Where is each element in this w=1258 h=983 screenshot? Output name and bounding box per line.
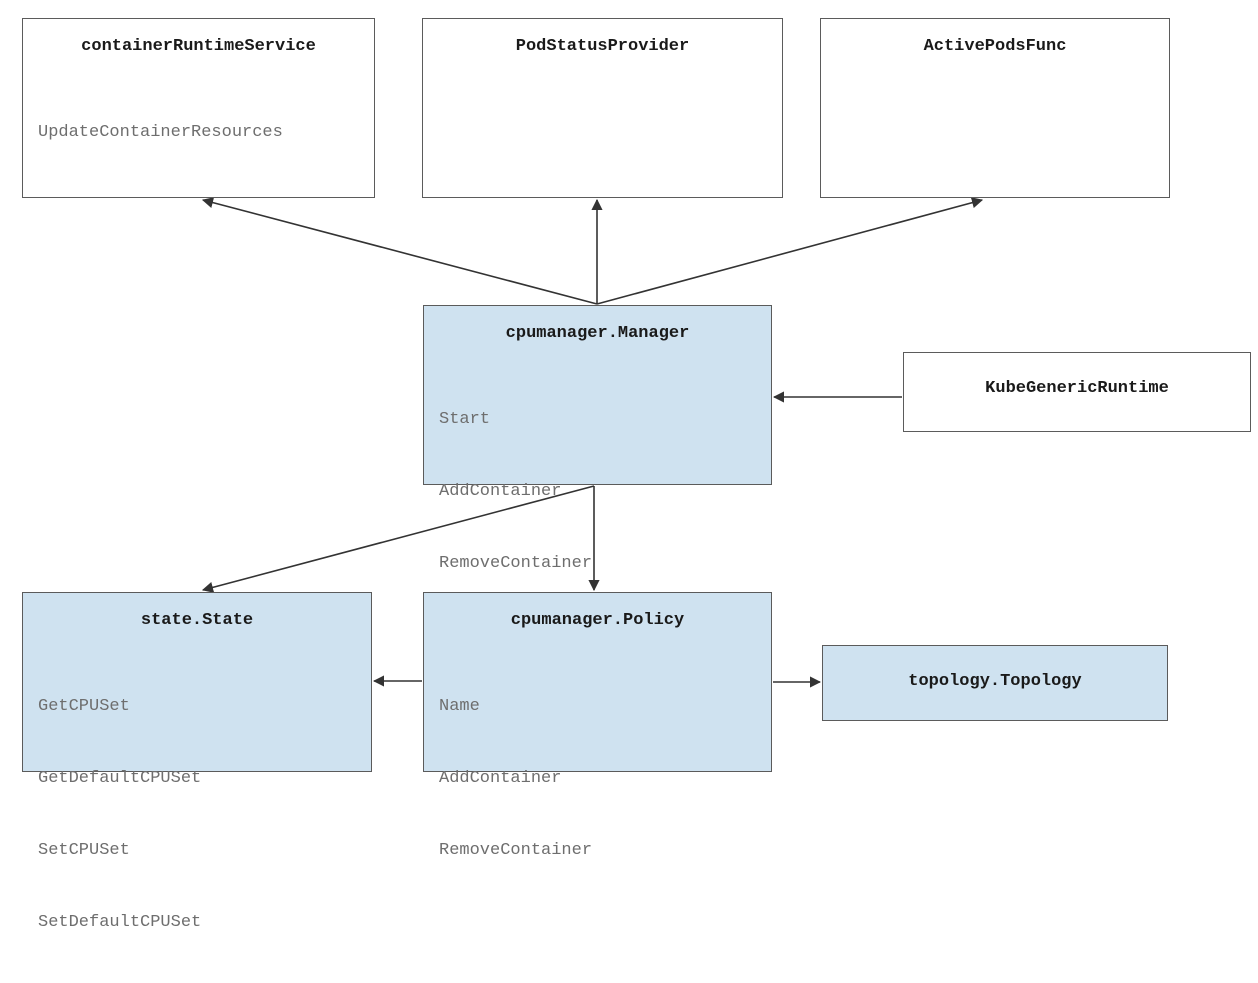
class-node-title: ActivePodsFunc	[923, 37, 1067, 56]
class-node-title: cpumanager.Policy	[510, 611, 685, 630]
class-member: GetDefaultCPUSet	[38, 769, 202, 788]
class-node-kube-generic-runtime[interactable]: KubeGenericRuntime	[903, 352, 1251, 432]
class-node-title: cpumanager.Manager	[505, 324, 690, 343]
class-member: AddContainer	[439, 769, 562, 788]
class-node-topology-topology[interactable]: topology.Topology	[822, 645, 1168, 721]
class-node-pod-status-provider[interactable]: PodStatusProvider	[422, 18, 783, 198]
class-member: UpdateContainerResources	[38, 123, 283, 142]
class-node-title: state.State	[140, 611, 254, 630]
class-member: SetDefaultCPUSet	[38, 913, 202, 932]
class-member: Name	[439, 697, 480, 716]
class-node-title: KubeGenericRuntime	[985, 379, 1169, 398]
class-diagram-canvas: containerRuntimeService UpdateContainerR…	[22, 18, 1251, 932]
class-node-title: PodStatusProvider	[515, 37, 690, 56]
class-node-members: GetCPUSet GetDefaultCPUSet SetCPUSet Set…	[38, 647, 371, 983]
class-node-active-pods-func[interactable]: ActivePodsFunc	[820, 18, 1170, 198]
class-node-members: UpdateContainerResources	[38, 73, 374, 193]
class-node-cpumanager-manager[interactable]: cpumanager.Manager Start AddContainer Re…	[423, 305, 772, 645]
edge-manager-to-activePodsFunc	[596, 197, 984, 305]
class-node-container-runtime-service[interactable]: containerRuntimeService UpdateContainerR…	[22, 18, 375, 198]
class-node-title: topology.Topology	[908, 672, 1082, 691]
class-member: SetCPUSet	[38, 841, 130, 860]
class-node-members: Name AddContainer RemoveContainer	[439, 647, 771, 911]
class-member: RemoveContainer	[439, 841, 593, 860]
class-node-title: containerRuntimeService	[81, 37, 316, 56]
class-member: GetCPUSet	[38, 697, 130, 716]
class-member: Start	[439, 410, 491, 429]
class-member: AddContainer	[439, 482, 562, 501]
class-node-cpumanager-policy[interactable]: cpumanager.Policy Name AddContainer Remo…	[423, 592, 772, 860]
class-node-state-state[interactable]: state.State GetCPUSet GetDefaultCPUSet S…	[22, 592, 372, 932]
edge-manager-to-containerRuntimeService	[201, 197, 598, 305]
class-member: RemoveContainer	[439, 554, 593, 573]
